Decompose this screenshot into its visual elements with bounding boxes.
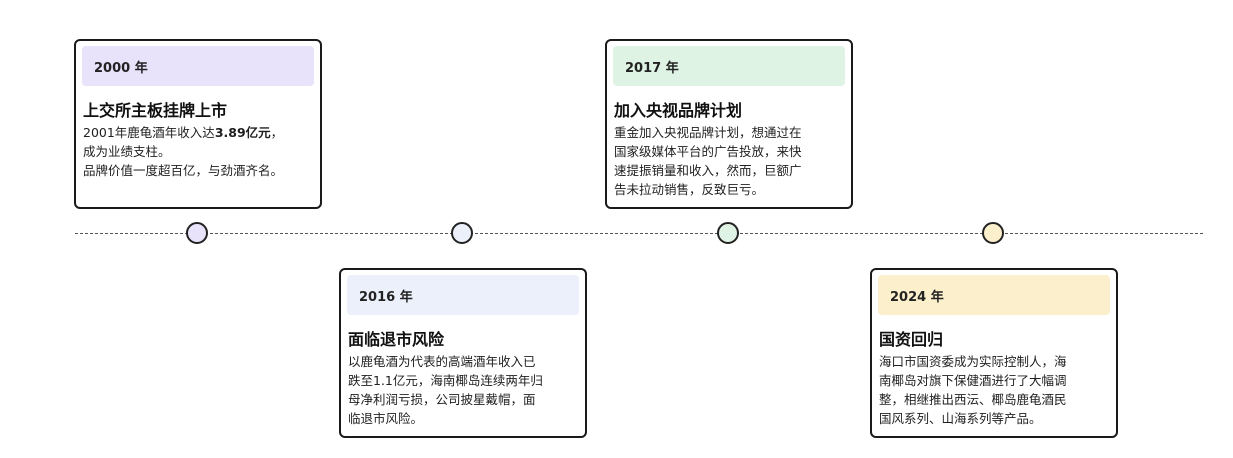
description-line: 国风系列、山海系列等产品。 (879, 411, 1042, 426)
description-line: 临退市风险。 (348, 411, 424, 426)
event-card-2024: 2024 年 国资回归 海口市国资委成为实际控制人，海 南椰岛对旗下保健酒进行了… (870, 268, 1118, 438)
event-card-2016: 2016 年 面临退市风险 以鹿龟酒为代表的高端酒年收入已 跌至1.1亿元，海南… (339, 268, 587, 438)
event-description: 重金加入央视品牌计划，想通过在 国家级媒体平台的广告投放，来快 速提振销量和收入… (614, 123, 846, 199)
event-title: 上交所主板挂牌上市 (83, 101, 228, 120)
event-title: 加入央视品牌计划 (614, 101, 743, 120)
description-line: 国家级媒体平台的广告投放，来快 (614, 144, 802, 159)
description-line: 重金加入央视品牌计划，想通过在 (614, 125, 802, 140)
description-line: 南椰岛对旗下保健酒进行了大幅调 (879, 373, 1067, 388)
event-year: 2024 年 (890, 290, 944, 305)
event-title: 国资回归 (879, 330, 944, 349)
timeline-node-2017 (717, 222, 739, 244)
event-card-2000: 2000 年 上交所主板挂牌上市 2001年鹿龟酒年收入达3.89亿元， 成为业… (74, 39, 322, 209)
description-line: 以鹿龟酒为代表的高端酒年收入已 (348, 354, 536, 369)
event-year: 2017 年 (625, 61, 679, 76)
description-line: 成为业绩支柱。 (83, 144, 171, 159)
event-description: 2001年鹿龟酒年收入达3.89亿元， 成为业绩支柱。 品牌价值一度超百亿，与劲… (83, 123, 315, 180)
event-year: 2016 年 (359, 290, 413, 305)
description-line: 告未拉动销售，反致巨亏。 (614, 182, 765, 197)
description-line: 整，相继推出西沄、椰岛鹿龟酒民 (879, 392, 1067, 407)
description-line: 速提振销量和收入，然而，巨额广 (614, 163, 802, 178)
timeline-node-2016 (451, 222, 473, 244)
timeline-node-2000 (186, 222, 208, 244)
description-line: 海口市国资委成为实际控制人，海 (879, 354, 1067, 369)
year-band: 2024 年 (878, 275, 1110, 315)
timeline-axis (75, 233, 1203, 234)
description-text: 2001年鹿龟酒年收入达 (83, 125, 215, 140)
year-band: 2000 年 (82, 46, 314, 86)
event-description: 海口市国资委成为实际控制人，海 南椰岛对旗下保健酒进行了大幅调 整，相继推出西沄… (879, 352, 1111, 428)
description-line: 跌至1.1亿元，海南椰岛连续两年归 (348, 373, 543, 388)
description-text: ， (270, 125, 284, 140)
description-line: 2001年鹿龟酒年收入达3.89亿元， (83, 123, 315, 142)
timeline-node-2024 (982, 222, 1004, 244)
year-band: 2016 年 (347, 275, 579, 315)
year-band: 2017 年 (613, 46, 845, 86)
highlight-revenue: 3.89亿元 (214, 125, 271, 140)
description-line: 母净利润亏损，公司披星戴帽，面 (348, 392, 536, 407)
event-title: 面临退市风险 (348, 330, 445, 349)
description-line: 品牌价值一度超百亿，与劲酒齐名。 (83, 163, 284, 178)
event-description: 以鹿龟酒为代表的高端酒年收入已 跌至1.1亿元，海南椰岛连续两年归 母净利润亏损… (348, 352, 580, 428)
event-card-2017: 2017 年 加入央视品牌计划 重金加入央视品牌计划，想通过在 国家级媒体平台的… (605, 39, 853, 209)
event-year: 2000 年 (94, 61, 148, 76)
